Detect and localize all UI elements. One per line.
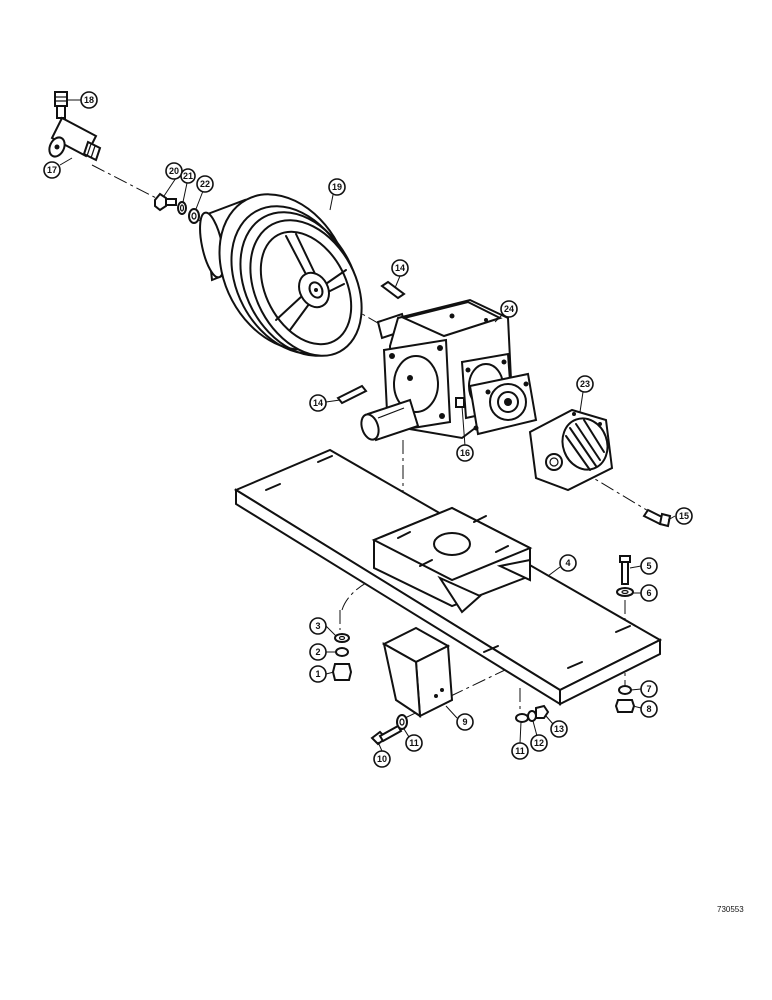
- svg-text:2: 2: [315, 647, 320, 657]
- callout-2: 2: [309, 643, 327, 661]
- svg-text:4: 4: [565, 558, 570, 568]
- svg-text:7: 7: [646, 684, 651, 694]
- washer-22: [188, 208, 200, 224]
- svg-text:13: 13: [554, 724, 564, 734]
- callout-21: 21: [180, 168, 196, 184]
- svg-text:10: 10: [377, 754, 387, 764]
- washer-6: [616, 587, 634, 597]
- svg-text:9: 9: [462, 717, 467, 727]
- callout-8: 8: [640, 700, 658, 718]
- drawing-number: 730553: [717, 905, 744, 914]
- gearbox: [360, 298, 538, 442]
- key-lower: [336, 384, 368, 405]
- callout-20: 20: [165, 162, 183, 180]
- callout-7: 7: [640, 680, 658, 698]
- svg-text:8: 8: [646, 704, 651, 714]
- svg-text:6: 6: [646, 588, 651, 598]
- hydraulic-pump: [528, 408, 614, 492]
- svg-text:19: 19: [332, 182, 342, 192]
- leader-lines: [59, 99, 676, 752]
- svg-text:23: 23: [580, 379, 590, 389]
- cap-screw-20: [154, 192, 177, 212]
- lock-washer-21: [177, 201, 187, 215]
- svg-text:21: 21: [183, 171, 193, 181]
- shaft-adapter: [48, 116, 102, 162]
- svg-text:17: 17: [47, 165, 57, 175]
- svg-text:20: 20: [169, 166, 179, 176]
- svg-text:5: 5: [646, 561, 651, 571]
- callout-13: 13: [550, 720, 568, 738]
- cap-screw-15: [642, 508, 672, 528]
- callout-23: 23: [576, 375, 594, 393]
- svg-text:15: 15: [679, 511, 689, 521]
- washer-11-right: [515, 713, 529, 723]
- lock-washer-7: [618, 685, 632, 695]
- nut-8: [614, 699, 636, 713]
- callout-9: 9: [456, 713, 474, 731]
- callout-5: 5: [640, 557, 658, 575]
- callout-11-right: 11: [511, 742, 529, 760]
- svg-text:16: 16: [460, 448, 470, 458]
- callout-3: 3: [309, 617, 327, 635]
- svg-text:1: 1: [315, 669, 320, 679]
- svg-text:12: 12: [534, 738, 544, 748]
- grease-fitting: [54, 91, 68, 119]
- svg-text:14: 14: [395, 263, 405, 273]
- callout-18: 18: [80, 91, 98, 109]
- callout-17: 17: [43, 161, 61, 179]
- support-bracket: [381, 626, 454, 718]
- callout-14-lower: 14: [309, 394, 327, 412]
- svg-text:11: 11: [515, 746, 525, 756]
- svg-text:24: 24: [504, 304, 514, 314]
- washer-3: [334, 633, 350, 643]
- drive-pulley: [199, 193, 363, 357]
- callout-4: 4: [559, 554, 577, 572]
- key-upper: [380, 280, 406, 300]
- callout-24: 24: [500, 300, 518, 318]
- svg-text:14: 14: [313, 398, 323, 408]
- callout-16: 16: [456, 444, 474, 462]
- svg-text:11: 11: [409, 738, 419, 748]
- lock-washer-2: [335, 647, 349, 657]
- callout-22: 22: [196, 175, 214, 193]
- nut-1: [331, 663, 353, 681]
- washer-11-left: [396, 714, 408, 730]
- svg-text:18: 18: [84, 95, 94, 105]
- callout-6: 6: [640, 584, 658, 602]
- callout-1: 1: [309, 665, 327, 683]
- cap-screw-5: [619, 555, 631, 585]
- callout-11-left: 11: [405, 734, 423, 752]
- callout-19: 19: [328, 178, 346, 196]
- mounting-base: [233, 448, 663, 706]
- svg-text:3: 3: [315, 621, 320, 631]
- callout-12: 12: [530, 734, 548, 752]
- callout-15: 15: [675, 507, 693, 525]
- svg-text:22: 22: [200, 179, 210, 189]
- lock-washer-12: [527, 710, 537, 722]
- callout-10: 10: [373, 750, 391, 768]
- callout-14-upper: 14: [391, 259, 409, 277]
- nut-13: [535, 704, 550, 719]
- bolt-10: [370, 724, 403, 746]
